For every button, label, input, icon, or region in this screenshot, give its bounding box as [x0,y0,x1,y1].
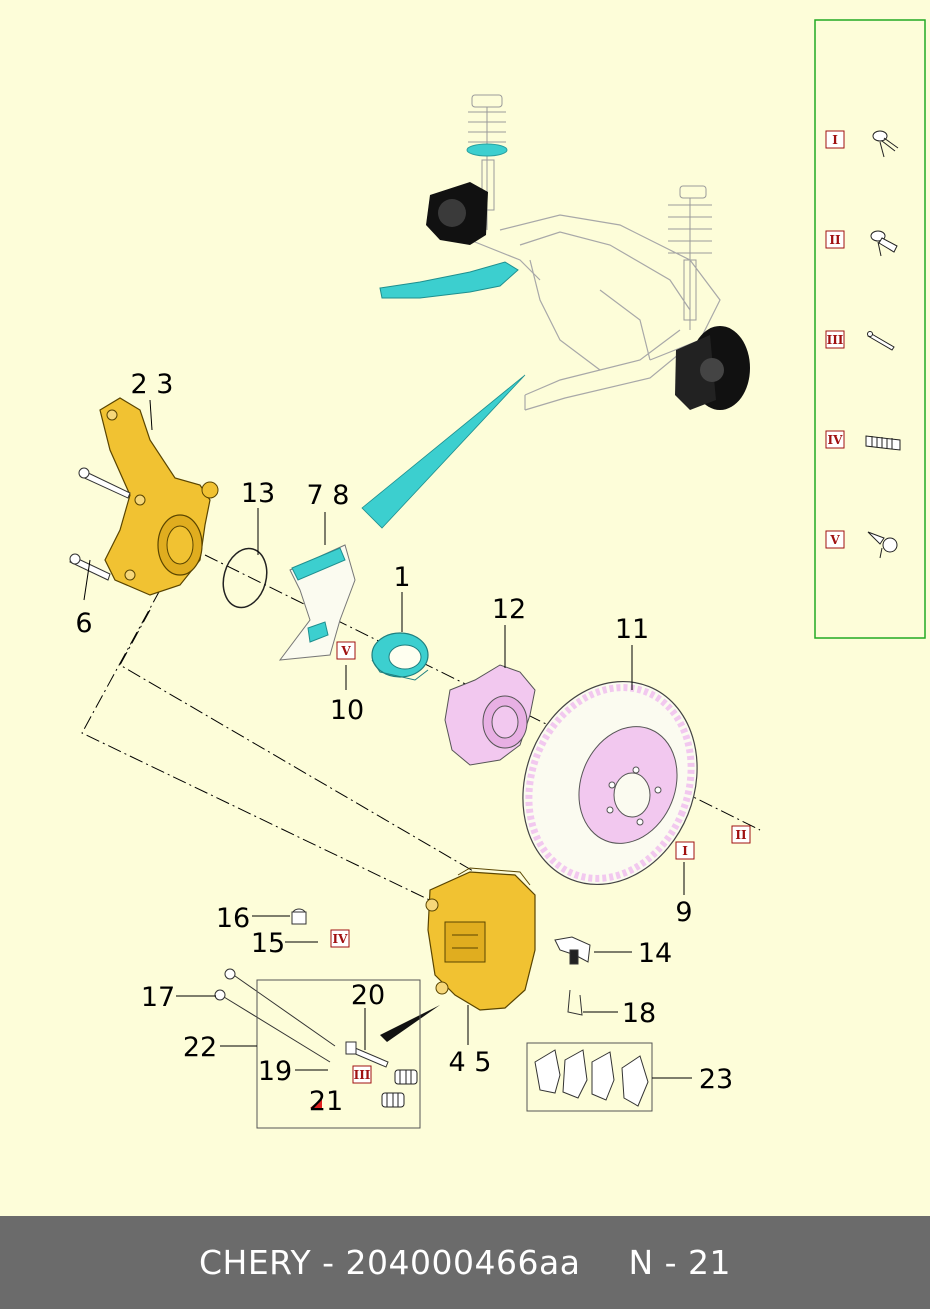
left-brake-silhouette [426,182,488,245]
marker-v: V [340,644,351,658]
callout-12: 12 [492,594,526,625]
steering-knuckle [99,397,219,596]
marker-iii: III [354,1068,371,1082]
marker-i: I [682,844,688,858]
pad-kit-frame [526,1042,653,1112]
snap-ring [222,547,268,609]
pin-icon [867,331,895,351]
guide-bolts [214,968,336,1063]
callout-14: 14 [638,938,672,969]
callout-20: 20 [351,980,385,1011]
legend-item-iv: IV [825,430,901,451]
bleed-nut [291,908,307,925]
marker-iv: IV [333,932,349,946]
pin-boots [381,1069,418,1108]
callout-9: 9 [675,897,692,928]
bolt-icon [870,230,898,257]
brake-disc [522,680,698,886]
legend-key-v: V [829,533,840,547]
callout-17: 17 [141,982,175,1013]
guide-pin-kit-frame [256,979,421,1129]
callout-numbers: 2 3 6 13 7 8 1 10 12 11 9 16 15 14 17 20… [75,369,733,1117]
brake-pads [534,1049,649,1107]
knuckle-bolts [69,467,131,581]
caliper-pointer [380,1005,440,1042]
diagram-markers: V I II IV III [330,641,751,1084]
callout-22: 22 [183,1032,217,1063]
callout-1: 1 [393,562,410,593]
suspension-overview [379,94,750,411]
footer-caption: CHERY - 204000466aa [198,1243,581,1282]
callout-7-8: 7 8 [307,480,350,511]
page-number: N - 21 [628,1243,732,1282]
dust-shield [278,544,356,661]
callout-23: 23 [699,1064,733,1095]
callout-21: 21 [309,1086,343,1117]
location-pointer [361,374,526,529]
wear-indicator-spring [567,989,583,1016]
callout-10: 10 [330,695,364,726]
legend-item-i: I [825,130,899,158]
wheel-bearing [371,632,429,681]
screw-icon [872,130,899,158]
legend-key-i: I [832,133,838,147]
red-mark [310,1098,322,1110]
callout-15: 15 [251,928,285,959]
footer-bar: CHERY - 204000466aa N - 21 [0,1216,930,1309]
brake-caliper [425,867,536,1011]
callout-19: 19 [258,1056,292,1087]
legend-key-iii: III [827,333,844,347]
callout-2-3: 2 3 [131,369,174,400]
callout-18: 18 [622,998,656,1029]
lower-arm-highlight [379,261,519,299]
parts-diagram: I II III [69,19,926,1129]
threaded-stud-icon [865,435,901,451]
marker-ii: II [735,828,747,842]
callout-16: 16 [216,903,250,934]
fastener-legend: I II III [814,19,926,639]
right-brake-silhouette [675,326,750,410]
clip-icon [867,531,898,559]
legend-item-iii: III [825,330,895,351]
leader-lines [83,399,692,1079]
legend-key-iv: IV [828,433,844,447]
callout-4-5: 4 5 [449,1047,492,1078]
callout-13: 13 [241,478,275,509]
callout-11: 11 [615,614,649,645]
pad-clip [554,936,591,965]
wheel-hub [444,664,536,766]
callout-6: 6 [75,608,92,639]
guide-pin [345,1041,389,1068]
legend-item-ii: II [825,230,898,257]
legend-item-v: V [825,530,898,559]
legend-key-ii: II [829,233,841,247]
